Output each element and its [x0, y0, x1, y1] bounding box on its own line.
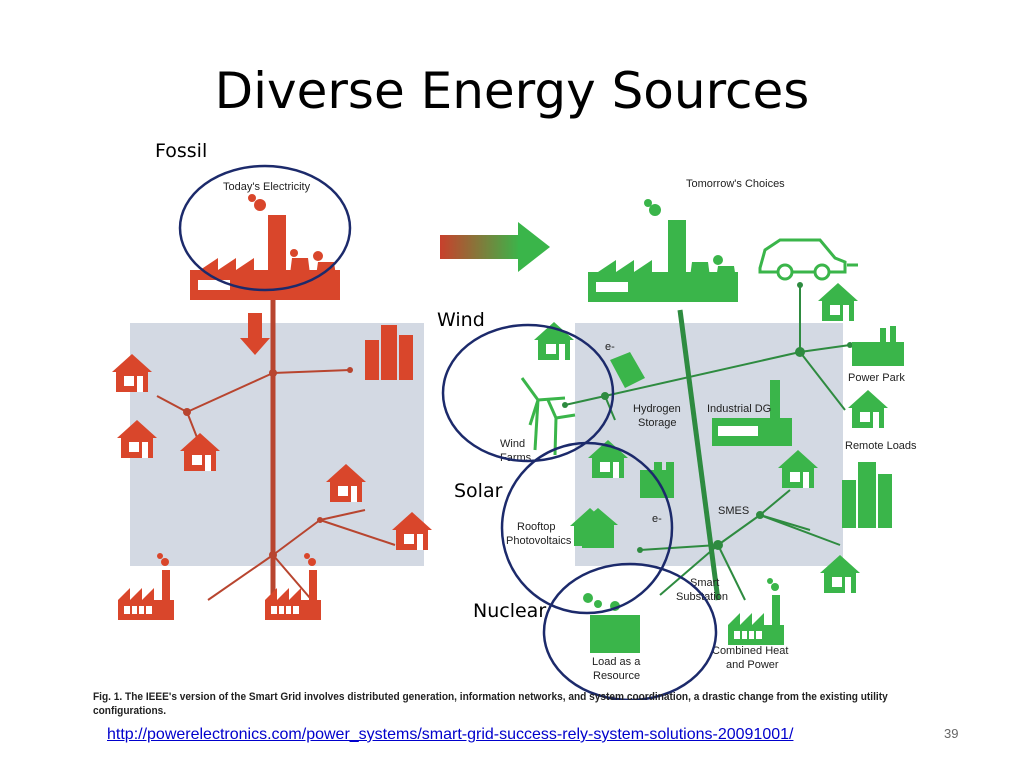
transition-arrow [440, 222, 550, 272]
today-grid-nodes [183, 367, 353, 559]
today-grid-panel [130, 323, 424, 566]
label-wind-1: Wind [500, 438, 525, 450]
label-load-1: Load as a [592, 656, 641, 668]
label-load-2: Resource [593, 670, 640, 682]
label-rooftop-2: Photovoltaics [506, 535, 572, 547]
annotation-circles [178, 164, 718, 700]
smes-icon [640, 462, 674, 498]
electric-car-icon [758, 238, 858, 281]
callout-nuclear: Nuclear [473, 600, 547, 622]
label-remote-loads: Remote Loads [845, 440, 917, 452]
tomorrow-house-1 [818, 283, 858, 321]
tomorrow-city-buildings [842, 462, 892, 528]
label-electron-1: e- [605, 341, 615, 353]
slide-title: Diverse Energy Sources [214, 62, 810, 120]
hydrogen-storage-icon [610, 352, 645, 388]
today-grid-lines [156, 300, 396, 615]
page-number: 39 [944, 726, 959, 741]
power-park-icon [852, 326, 904, 366]
solar-circle [500, 441, 674, 615]
callout-fossil: Fossil [155, 140, 208, 162]
down-arrow [240, 313, 270, 355]
industrial-dg-icon [712, 380, 792, 446]
label-smes: SMES [718, 505, 749, 517]
today-city-buildings [365, 325, 413, 380]
load-resource-icon [583, 593, 640, 653]
fossil-circle [178, 164, 352, 292]
label-power-park: Power Park [848, 372, 905, 384]
wind-circle [441, 323, 615, 463]
tomorrow-heading: Tomorrow's Choices [686, 178, 785, 190]
label-chp-1: Combined Heat [712, 645, 788, 657]
source-link[interactable]: http://powerelectronics.com/power_system… [107, 726, 794, 743]
tomorrow-house-2 [848, 390, 888, 428]
smart-grid-figure: Today's Electricity [112, 164, 917, 700]
tomorrow-power-plant [588, 199, 738, 302]
rooftop-pv-icon [578, 508, 618, 548]
label-chp-2: and Power [726, 659, 779, 671]
callout-solar: Solar [454, 480, 503, 502]
chp-factory-icon [727, 577, 785, 646]
tomorrow-grid-lines [564, 285, 851, 601]
label-electron-2: e- [652, 513, 662, 525]
label-smart-1: Smart [690, 577, 719, 589]
tomorrow-grid-nodes [562, 282, 853, 553]
today-heading: Today's Electricity [223, 181, 311, 193]
label-hydrogen-2: Storage [638, 417, 677, 429]
label-rooftop-1: Rooftop [517, 521, 556, 533]
today-power-plant [190, 194, 340, 300]
figure-caption: Fig. 1. The IEEE's version of the Smart … [93, 691, 888, 717]
label-smart-2: Substation [676, 591, 728, 603]
wind-turbines-icon [520, 377, 576, 456]
nuclear-circle [542, 562, 718, 700]
label-hydrogen-1: Hydrogen [633, 403, 681, 415]
callout-wind: Wind [437, 309, 485, 331]
label-industrial: Industrial DG [707, 403, 771, 415]
